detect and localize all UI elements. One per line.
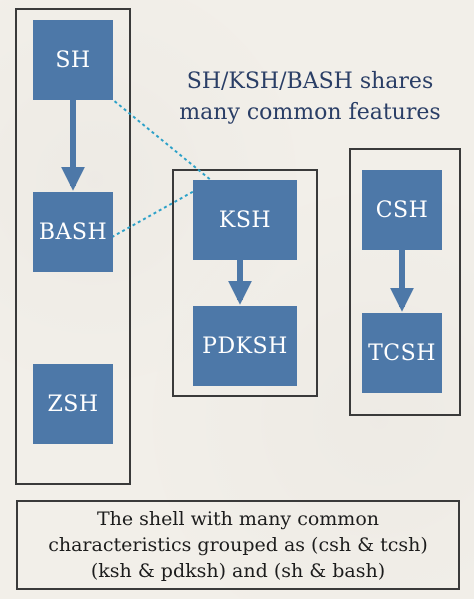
- node-tcsh: TCSH: [362, 313, 442, 393]
- node-zsh: ZSH: [33, 364, 113, 444]
- node-pdksh-label: PDKSH: [202, 333, 288, 359]
- caption-line-3: (ksh & pdksh) and (sh & bash): [90, 560, 386, 582]
- node-ksh-label: KSH: [218, 207, 272, 233]
- node-zsh-label: ZSH: [47, 391, 99, 417]
- node-csh-label: CSH: [375, 197, 429, 223]
- node-bash-label: BASH: [38, 219, 108, 245]
- node-bash: BASH: [33, 192, 113, 272]
- caption-box: The shell with many common characteristi…: [16, 500, 460, 590]
- node-sh: SH: [33, 20, 113, 100]
- headline: SH/KSH/BASH shares many common features: [170, 66, 450, 128]
- group-ksh-pdksh: [172, 169, 318, 397]
- node-ksh: KSH: [193, 180, 297, 260]
- node-csh: CSH: [362, 170, 442, 250]
- caption-text: The shell with many common characteristi…: [48, 506, 428, 584]
- group-csh-tcsh: [349, 148, 461, 416]
- node-pdksh: PDKSH: [193, 306, 297, 386]
- caption-line-2: characteristics grouped as (csh & tcsh): [48, 534, 428, 556]
- node-sh-label: SH: [55, 47, 91, 73]
- caption-line-1: The shell with many common: [96, 508, 379, 530]
- node-tcsh-label: TCSH: [368, 340, 436, 366]
- headline-line-1: SH/KSH/BASH shares: [186, 69, 434, 94]
- headline-line-2: many common features: [179, 100, 441, 125]
